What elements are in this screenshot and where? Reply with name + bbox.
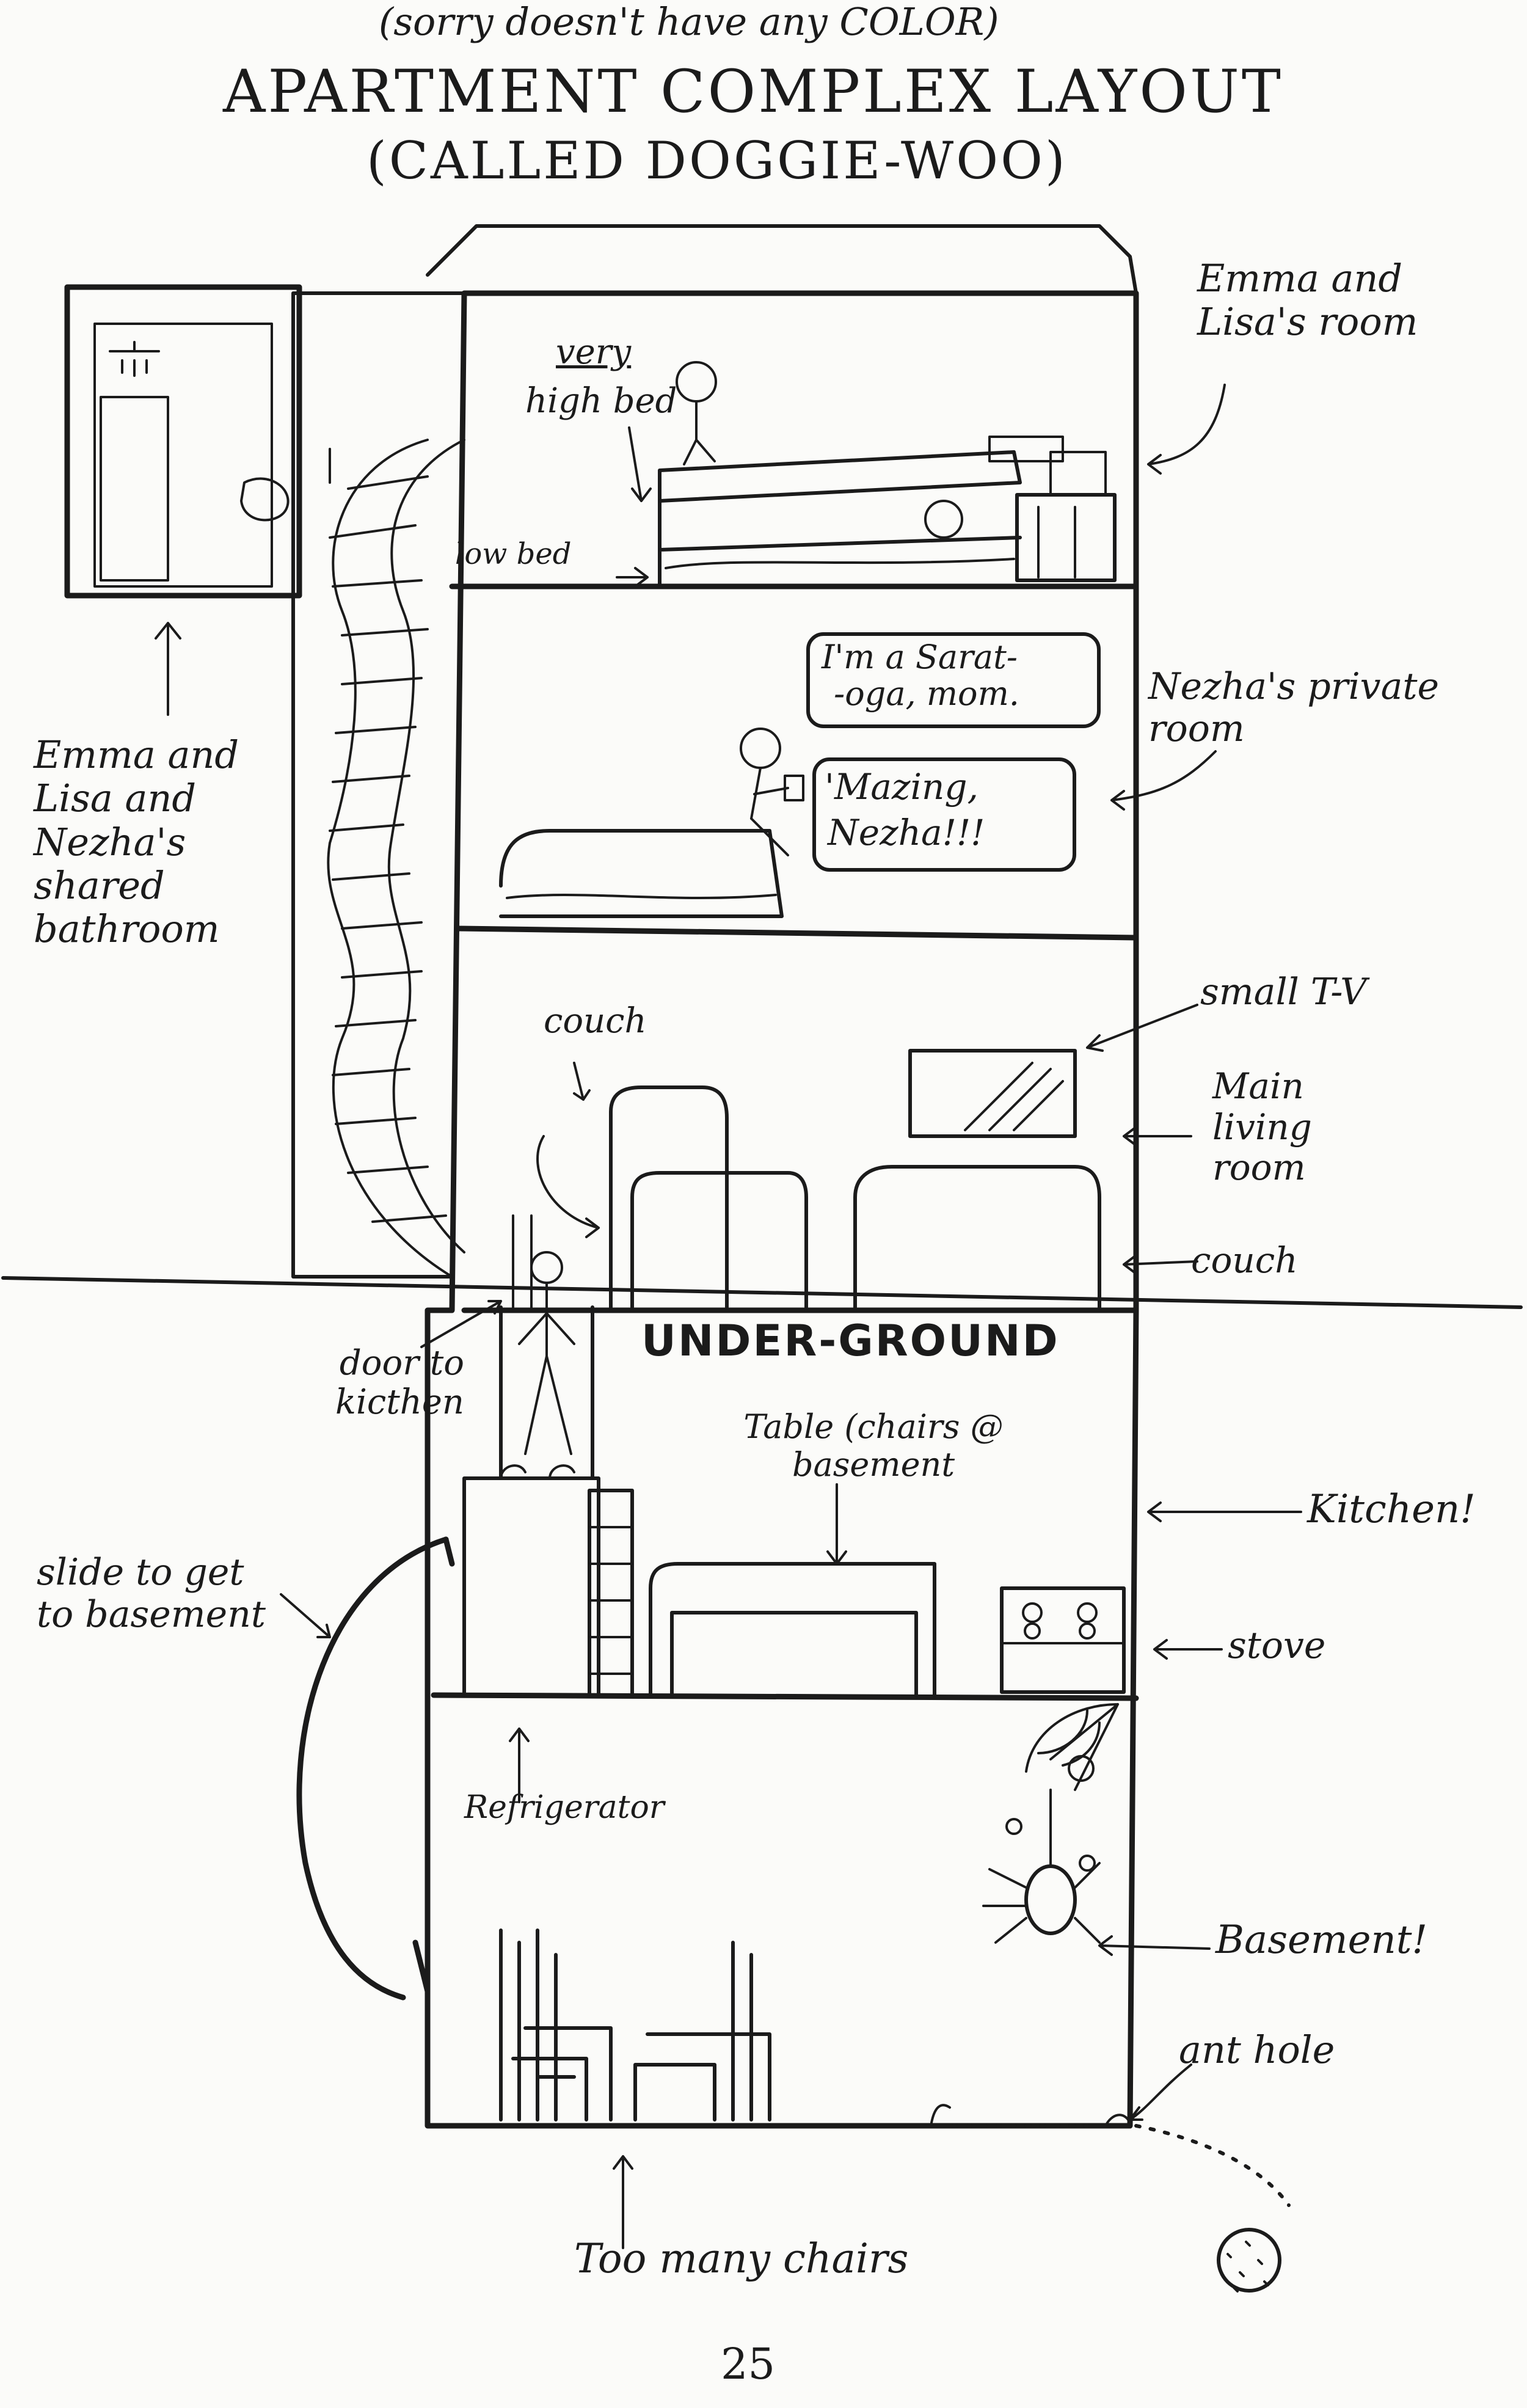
label-emma-lisa-room: Emma and Lisa's room [1197,256,1418,345]
stick-figure-nezha [740,728,804,856]
floor-2 [455,925,1139,941]
stove-icon [1000,1586,1126,1694]
speech-line-2b: Nezha!!! [828,812,985,853]
stick-figure-emma [676,361,717,465]
label-bathroom: Emma and Lisa and Nezha's shared bathroo… [34,732,239,952]
label-low-bed: low bed [455,537,572,571]
label-basement: Basement! [1215,1917,1428,1963]
toilet-icon [240,477,290,522]
spider-icon [982,1755,1101,1944]
label-kitchen: Kitchen! [1307,1487,1476,1532]
label-stove: stove [1228,1624,1326,1667]
nezha-bed [499,829,784,918]
label-living-room: Main living room [1212,1065,1312,1189]
ladder [588,1489,634,1697]
label-door-kitchen: door to kicthen [335,1343,464,1423]
phone-icon [784,775,804,801]
slide [296,1536,449,2001]
color-note: (sorry doesn't have any COLOR) [379,0,999,44]
shower-icon [109,341,160,377]
speech-line-1a: I'm a Sarat- [822,638,1018,676]
living-room-furniture [512,1049,1101,1309]
label-underground: UNDER-GROUND [641,1316,1060,1366]
spider-web-icon [1025,1703,1119,1791]
page-number: 25 [721,2339,776,2389]
refrigerator [462,1476,600,1697]
spiral-staircase [327,439,465,1278]
bathroom [64,284,331,599]
stacked-chairs [499,1928,771,2122]
label-refrigerator: Refrigerator [464,1789,665,1826]
couch-right [853,1165,1101,1309]
cookie-icon [1217,2228,1281,2293]
speech-line-1b: -oga, mom. [834,674,1019,713]
kitchen-table [649,1562,936,1697]
page-subtitle: (CALLED DOGGIE-WOO) [366,131,1068,191]
speech-line-2a: 'Mazing, [825,766,979,808]
roof [426,224,1138,295]
ground-line [1,1276,1523,1309]
ant-hole-icon [1104,2114,1131,2127]
label-slide: slide to get to basement [37,1551,266,1636]
stair-tower [291,291,466,1279]
tv-icon [908,1049,1077,1138]
label-high-bed: high bed [525,381,677,421]
kitchen-furniture [462,1464,1126,1697]
pillow-icon [924,500,963,539]
stick-figure-door [499,1251,594,1480]
label-couch-right: couch [1191,1239,1298,1281]
couch-back [609,1085,729,1309]
label-very: very [556,332,632,372]
page-title: APARTMENT COMPLEX LAYOUT [223,57,1283,126]
label-nezha-room: Nezha's private room [1148,665,1439,750]
speech-bubble-2 [812,757,1076,872]
annotation-arrows [155,384,1302,2249]
bunk-beds [658,436,1117,588]
floor-4 [431,1692,1139,1701]
label-small-tv: small T-V [1200,971,1367,1013]
label-table: Table (chairs @ basement [743,1407,1004,1484]
building-walls [425,290,1139,2129]
speech-bubble-1 [806,632,1101,728]
label-couch-top: couch [544,1001,647,1041]
label-too-many-chairs: Too many chairs [574,2235,909,2282]
label-ant-hole: ant hole [1179,2027,1335,2072]
couch-front [630,1171,808,1309]
